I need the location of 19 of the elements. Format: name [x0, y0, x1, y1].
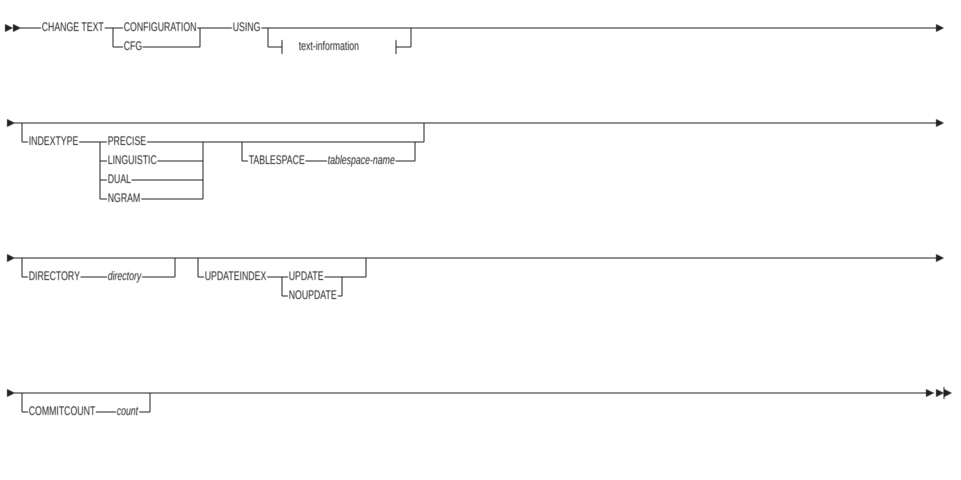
variable-label: count — [116, 405, 139, 418]
keyword-label: NOUPDATE — [288, 289, 338, 302]
keyword-label: UPDATEINDEX — [204, 270, 267, 283]
keyword-label: CHANGE TEXT — [41, 21, 104, 34]
variable-label: directory — [107, 270, 142, 283]
keyword-label: CFG — [123, 40, 143, 53]
keyword-label: DIRECTORY — [28, 270, 81, 283]
keyword-label: COMMITCOUNT — [28, 405, 96, 418]
keyword-label: TABLESPACE — [248, 154, 306, 167]
keyword-label: PRECISE — [107, 135, 147, 148]
keyword-label: USING — [232, 21, 262, 34]
keyword-label: CONFIGURATION — [123, 21, 198, 34]
keyword-label: INDEXTYPE — [28, 135, 79, 148]
keyword-label: UPDATE — [288, 270, 324, 283]
fragment-name-label: text-information — [298, 40, 360, 53]
keyword-label: DUAL — [107, 173, 132, 186]
keyword-label: NGRAM — [107, 192, 141, 205]
keyword-label: LINGUISTIC — [107, 154, 158, 167]
variable-label: tablespace-name — [327, 154, 396, 167]
